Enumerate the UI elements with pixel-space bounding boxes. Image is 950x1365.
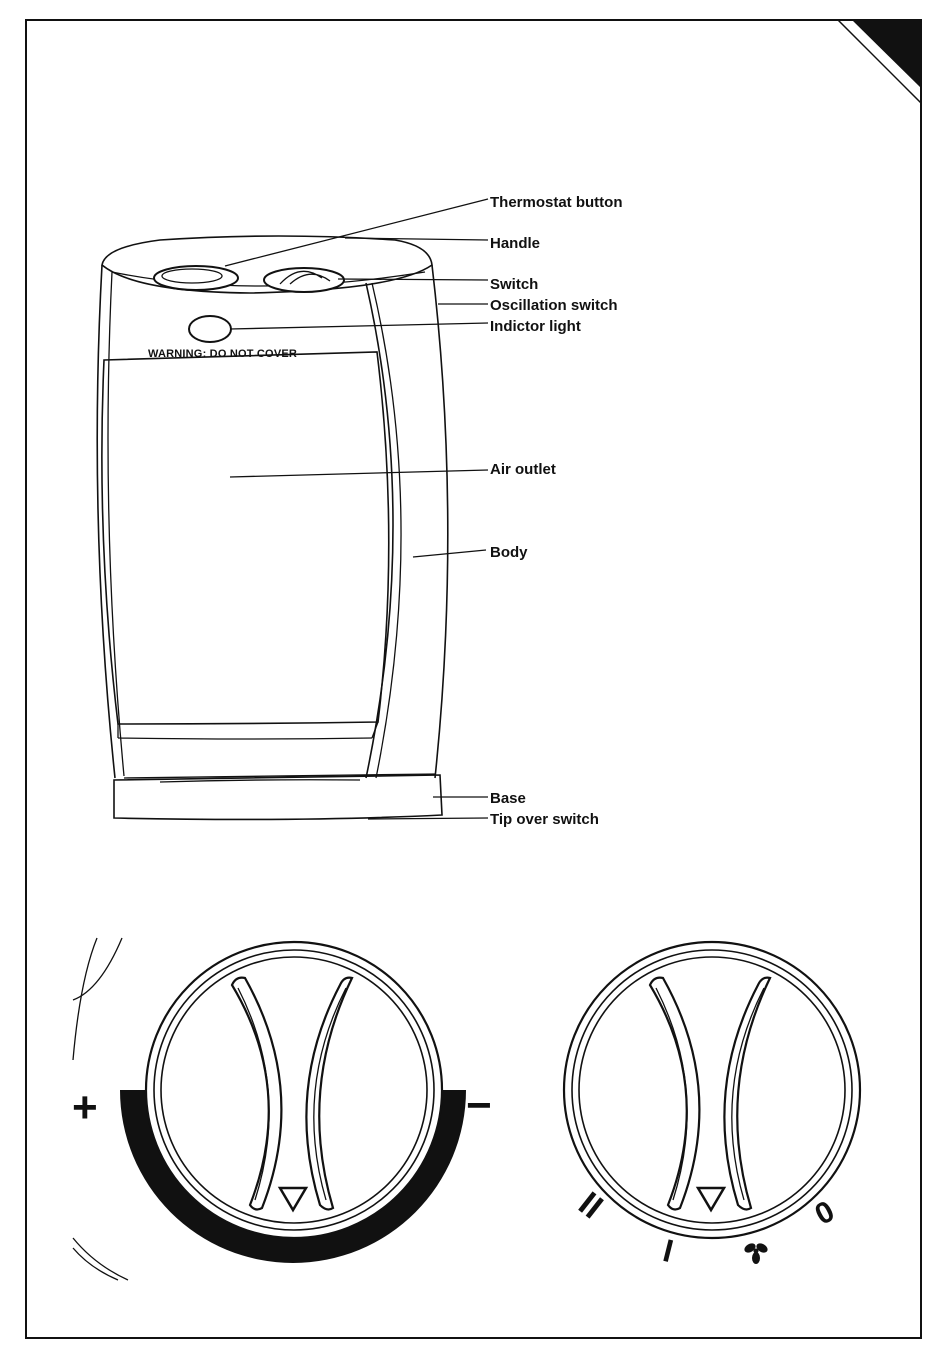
warning-text: WARNING: DO NOT COVER xyxy=(148,348,297,360)
switch-dial-ring-inner xyxy=(579,957,845,1223)
switch-setting-off: 0 xyxy=(810,1195,840,1232)
body-right-front-2 xyxy=(372,283,401,778)
label-air-outlet: Air outlet xyxy=(490,461,556,478)
dial-grip-left xyxy=(232,978,281,1210)
air-outlet-grille xyxy=(102,352,389,724)
switch-pointer-triangle xyxy=(698,1188,724,1210)
leader-indicator xyxy=(230,323,488,329)
bg-curve-3 xyxy=(73,1238,128,1280)
dial-grip-right xyxy=(306,978,352,1210)
switch-setting-one: I xyxy=(660,1232,677,1269)
switch-grip-right-inner xyxy=(732,988,764,1200)
leader-body xyxy=(413,550,486,557)
body-left-edge xyxy=(97,265,115,778)
label-switch: Switch xyxy=(490,276,538,293)
switch-setting-two: II xyxy=(572,1185,610,1227)
switch-dial-detail: II I 0 xyxy=(564,942,860,1269)
heater-illustration: WARNING: DO NOT COVER xyxy=(97,236,448,819)
dial-grip-right-inner xyxy=(314,988,346,1200)
thermostat-dial-detail: + − xyxy=(72,938,492,1280)
switch-grip-right xyxy=(724,978,770,1210)
fan-icon xyxy=(743,1242,769,1264)
thermostat-minus-symbol: − xyxy=(466,1081,492,1130)
bg-curve-2 xyxy=(73,938,122,1000)
bg-curve-4 xyxy=(73,1248,118,1280)
label-handle: Handle xyxy=(490,235,540,252)
switch-grip-left xyxy=(650,978,699,1210)
label-oscillation-switch: Oscillation switch xyxy=(490,297,618,314)
body-right-back xyxy=(432,265,448,778)
leader-tip-over xyxy=(368,818,488,819)
label-base: Base xyxy=(490,790,526,807)
corner-tab xyxy=(852,20,921,88)
label-tip-over-switch: Tip over switch xyxy=(490,811,599,828)
base-detail xyxy=(160,780,360,782)
leader-thermostat xyxy=(225,199,488,266)
label-indicator-light: Indictor light xyxy=(490,318,581,335)
thermostat-dial-ring-inner xyxy=(161,957,427,1223)
grille-bottom-edge xyxy=(118,738,372,739)
label-body: Body xyxy=(490,544,528,561)
dial-pointer-triangle xyxy=(280,1188,306,1210)
callout-labels: Thermostat button Handle Switch Oscillat… xyxy=(490,194,623,828)
label-thermostat-button: Thermostat button xyxy=(490,194,623,211)
thermostat-plus-symbol: + xyxy=(72,1083,98,1132)
indicator-light xyxy=(189,316,231,342)
page-border xyxy=(26,20,921,1338)
leader-air-outlet xyxy=(230,470,488,477)
leader-switch xyxy=(338,279,488,280)
